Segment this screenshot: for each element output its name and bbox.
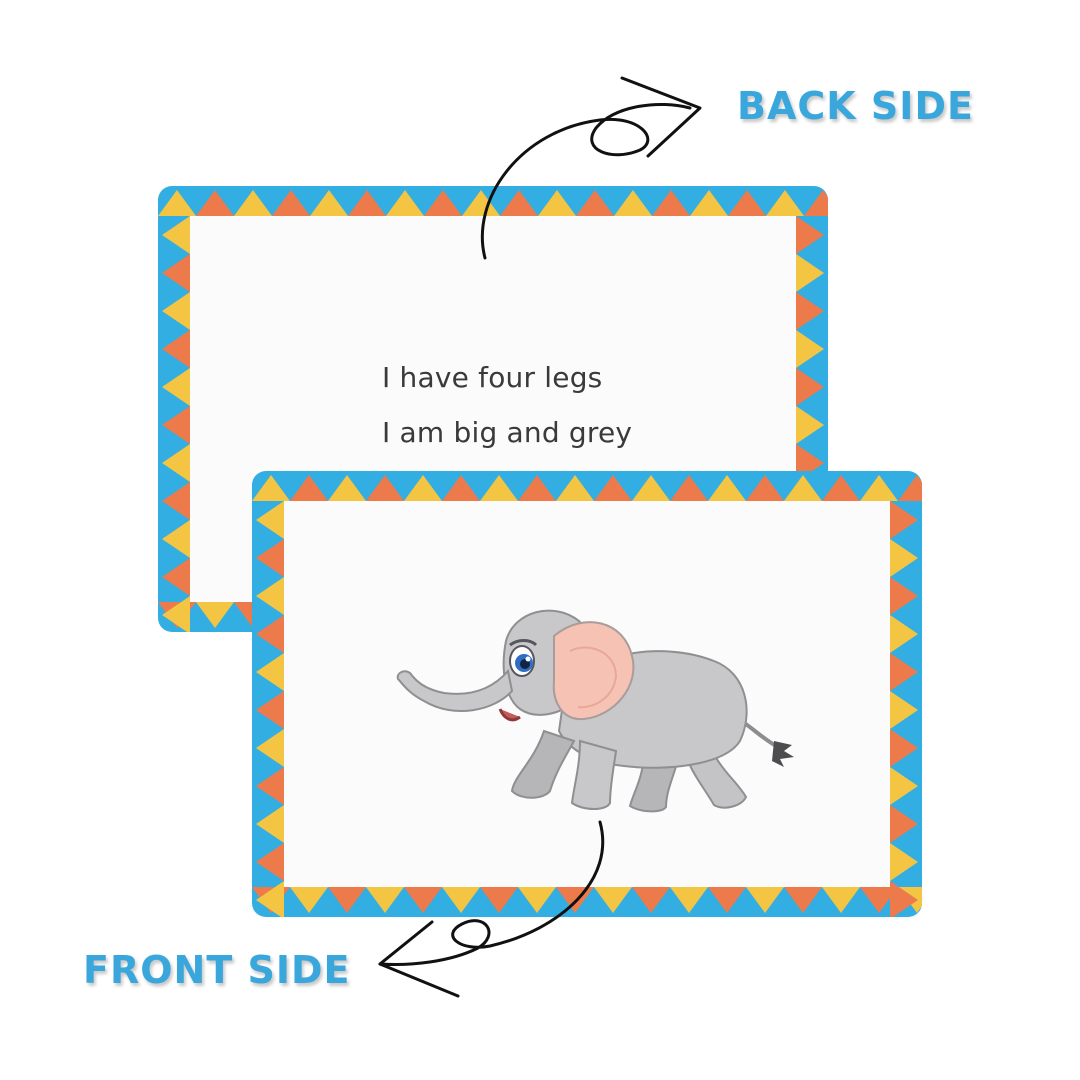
border-triangle	[162, 558, 190, 596]
clue-item: I have four legs	[382, 361, 603, 394]
border-triangle	[796, 254, 824, 292]
border-triangle	[272, 190, 310, 216]
border-triangle	[366, 475, 404, 501]
border-triangle	[556, 475, 594, 501]
border-triangle	[162, 254, 190, 292]
border-triangle	[890, 539, 918, 577]
border-triangle	[632, 475, 670, 501]
border-triangle	[196, 602, 234, 628]
border-triangle	[796, 292, 824, 330]
border-triangle	[796, 216, 824, 254]
border-triangle	[594, 475, 632, 501]
border-triangle	[890, 729, 918, 767]
border-triangle	[290, 475, 328, 501]
border-triangle	[890, 691, 918, 729]
border-triangle	[890, 501, 918, 539]
border-triangle	[890, 881, 918, 917]
border-triangle	[670, 475, 708, 501]
border-triangle	[162, 520, 190, 558]
border-triangle	[822, 475, 860, 501]
card-inner-panel	[284, 501, 890, 887]
border-triangle	[348, 190, 386, 216]
border-triangle	[728, 190, 766, 216]
border-triangle	[256, 729, 284, 767]
border-triangle	[162, 330, 190, 368]
front-card	[252, 471, 922, 917]
border-triangle	[480, 475, 518, 501]
border-triangle	[328, 475, 366, 501]
back-side-label: BACK SIDE	[737, 84, 974, 128]
border-triangle	[256, 843, 284, 881]
border-triangle	[746, 475, 784, 501]
clue-item: I am big and grey	[382, 416, 633, 449]
border-triangle	[256, 691, 284, 729]
border-triangle	[708, 887, 746, 913]
border-triangle	[424, 190, 462, 216]
border-triangle	[162, 368, 190, 406]
border-triangle	[518, 475, 556, 501]
border-triangle	[256, 577, 284, 615]
border-triangle	[796, 406, 824, 444]
border-triangle	[766, 190, 804, 216]
border-triangle	[746, 887, 784, 913]
border-triangle	[256, 881, 284, 917]
border-triangle	[310, 190, 348, 216]
border-triangle	[670, 887, 708, 913]
border-triangle	[256, 805, 284, 843]
border-triangle	[290, 887, 328, 913]
border-triangle	[404, 475, 442, 501]
border-triangle	[386, 190, 424, 216]
border-triangle	[822, 887, 860, 913]
border-triangle	[890, 767, 918, 805]
border-triangle	[890, 805, 918, 843]
border-triangle	[890, 615, 918, 653]
border-triangle	[158, 190, 196, 216]
border-triangle	[162, 406, 190, 444]
border-triangle	[256, 767, 284, 805]
border-triangle	[632, 887, 670, 913]
border-triangle	[898, 475, 922, 501]
border-triangle	[708, 475, 746, 501]
border-triangle	[256, 539, 284, 577]
front-side-label: FRONT SIDE	[83, 948, 351, 992]
border-triangle	[162, 292, 190, 330]
border-triangle	[890, 653, 918, 691]
elephant-illustration	[396, 609, 794, 813]
border-triangle	[162, 444, 190, 482]
border-triangle	[890, 843, 918, 881]
border-triangle	[162, 216, 190, 254]
border-triangle	[256, 653, 284, 691]
border-triangle	[860, 475, 898, 501]
border-triangle	[328, 887, 366, 913]
border-triangle	[162, 596, 190, 632]
border-triangle	[796, 330, 824, 368]
border-triangle	[796, 368, 824, 406]
border-triangle	[196, 190, 234, 216]
border-triangle	[804, 190, 828, 216]
border-triangle	[784, 475, 822, 501]
border-triangle	[234, 190, 272, 216]
border-triangle	[162, 482, 190, 520]
border-triangle	[442, 475, 480, 501]
border-triangle	[256, 501, 284, 539]
border-triangle	[256, 615, 284, 653]
border-triangle	[690, 190, 728, 216]
border-triangle	[252, 475, 290, 501]
border-triangle	[860, 887, 898, 913]
border-triangle	[890, 577, 918, 615]
border-triangle	[784, 887, 822, 913]
